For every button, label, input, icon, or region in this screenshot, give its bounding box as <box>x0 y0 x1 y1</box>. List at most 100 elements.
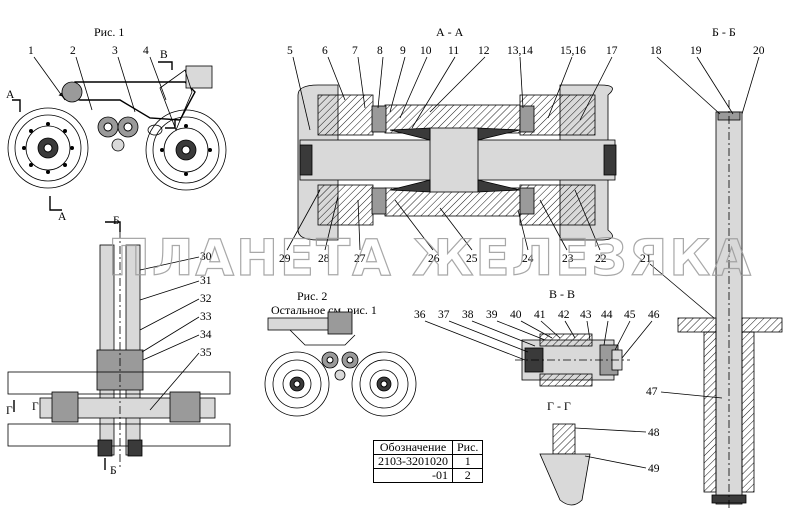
callout-42: 42 <box>558 309 570 321</box>
table-row: 2103-3201020 1 <box>373 454 484 469</box>
watermark-text: ПЛАНЕТА ЖЕЛЕЗЯКА <box>108 229 753 287</box>
callout-38: 38 <box>462 309 474 321</box>
fig1-right-wheel <box>145 109 227 191</box>
callout-27: 27 <box>354 253 366 265</box>
cut-label-a-bottom: А <box>58 211 67 223</box>
callout-2: 2 <box>70 45 76 57</box>
side-view: Б Б Г Г 30 31 32 33 34 35 <box>6 215 231 477</box>
bb-flange-right <box>741 317 783 333</box>
fig2-right-wheel <box>351 351 417 417</box>
callout-21: 21 <box>640 253 652 265</box>
table-cell-fig: 1 <box>451 454 484 469</box>
fig2-view: Рис. 2 Остальное см. рис. 1 <box>264 289 417 417</box>
callout-15-16: 15,16 <box>560 45 586 57</box>
gg-tip <box>539 453 591 506</box>
callout-31: 31 <box>200 275 212 287</box>
fig1-pivot <box>61 81 83 103</box>
callout-48: 48 <box>648 427 660 439</box>
callout-28: 28 <box>318 253 330 265</box>
cut-label-b-top: Б <box>113 215 120 227</box>
callout-3: 3 <box>112 45 118 57</box>
table-row: -01 2 <box>373 468 484 483</box>
callout-45: 45 <box>624 309 636 321</box>
callout-6: 6 <box>322 45 328 57</box>
callout-47: 47 <box>646 386 658 398</box>
fig2-title: Рис. 2 <box>297 289 327 303</box>
table-cell-designation: -01 <box>373 468 453 483</box>
callout-40: 40 <box>510 309 522 321</box>
side-wheel-top <box>7 371 231 395</box>
section-gg-title: Г - Г <box>547 399 571 413</box>
bb-flange-left <box>677 317 717 333</box>
cut-mark-a-bottom <box>49 196 62 211</box>
cut-mark-v2 <box>165 120 176 129</box>
callout-44: 44 <box>601 309 613 321</box>
aa-bearing-bl <box>389 179 431 193</box>
table-cell-fig: 2 <box>451 468 484 483</box>
callout-37: 37 <box>438 309 450 321</box>
callout-32: 32 <box>200 293 212 305</box>
callout-26: 26 <box>428 253 440 265</box>
cut-label-a-left: А <box>6 89 15 101</box>
designation-table: Обозначение Рис. 2103-3201020 1 -01 2 <box>373 440 484 483</box>
fig1-clamp <box>185 65 213 89</box>
cut-label-g2: Г <box>32 401 39 413</box>
cut-label-g: Г <box>6 405 13 417</box>
callout-30: 30 <box>200 251 212 263</box>
callout-24: 24 <box>522 253 534 265</box>
callout-35: 35 <box>200 347 212 359</box>
callout-10: 10 <box>420 45 432 57</box>
section-aa-view: А - А 5 6 7 8 9 10 <box>279 25 618 265</box>
section-vv-view: В - В 36 37 38 39 40 41 42 43 44 45 46 <box>414 287 660 387</box>
fig1-left-wheel <box>7 107 89 189</box>
callout-7: 7 <box>352 45 358 57</box>
cut-mark-b-top <box>105 221 121 232</box>
cut-mark-v <box>158 61 173 70</box>
aa-bearing-br <box>477 179 521 193</box>
fig1-center-rollers <box>97 116 139 152</box>
gg-stud <box>552 423 576 455</box>
callout-13-14: 13,14 <box>507 45 533 57</box>
section-bb-view: Б - Б 18 19 20 21 47 <box>640 25 783 508</box>
callout-36: 36 <box>414 309 426 321</box>
table-header-designation: Обозначение <box>373 440 453 455</box>
callout-9: 9 <box>400 45 406 57</box>
fig2-left-wheel <box>264 351 330 417</box>
callout-8: 8 <box>377 45 383 57</box>
callout-25: 25 <box>466 253 478 265</box>
callout-39: 39 <box>486 309 498 321</box>
cut-label-v: В <box>160 49 168 61</box>
fig1-oval-hole <box>147 124 163 136</box>
cut-label-b-bottom: Б <box>110 465 117 477</box>
fig1-title: Рис. 1 <box>94 25 124 39</box>
callout-1: 1 <box>28 45 34 57</box>
callout-17: 17 <box>606 45 618 57</box>
fig1-lever <box>159 69 193 132</box>
callout-33: 33 <box>200 311 212 323</box>
callout-23: 23 <box>562 253 574 265</box>
section-gg-view: Г - Г 48 49 <box>539 399 660 506</box>
aa-bearing-tr <box>477 127 521 141</box>
callout-20: 20 <box>753 45 765 57</box>
aa-bearing-tl <box>389 127 431 141</box>
callout-12: 12 <box>478 45 490 57</box>
table-header-fig: Рис. <box>451 440 484 455</box>
fig2-note: Остальное см. рис. 1 <box>271 303 377 317</box>
cut-mark-a-left <box>12 99 21 112</box>
section-vv-title: В - В <box>549 287 575 301</box>
callout-43: 43 <box>580 309 592 321</box>
callout-4: 4 <box>143 45 149 57</box>
callout-22: 22 <box>595 253 607 265</box>
section-aa-title: А - А <box>436 25 464 39</box>
callout-19: 19 <box>690 45 702 57</box>
callout-29: 29 <box>279 253 291 265</box>
callout-18: 18 <box>650 45 662 57</box>
table-header-row: Обозначение Рис. <box>373 440 484 455</box>
side-wheel-bottom <box>7 423 231 447</box>
callout-11: 11 <box>448 45 459 57</box>
aa-shaft-collar <box>429 127 479 193</box>
section-bb-title: Б - Б <box>712 25 736 39</box>
callout-5: 5 <box>287 45 293 57</box>
